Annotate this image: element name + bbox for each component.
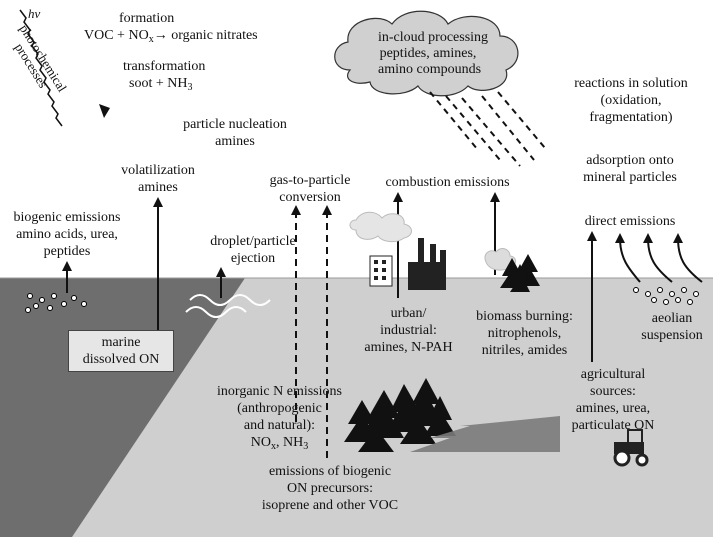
tractor-icon [410, 416, 649, 467]
droplet-label: droplet/particle ejection [210, 234, 296, 266]
ocean-surface [0, 278, 245, 537]
formation-title: formation [119, 11, 175, 26]
aeolian-arrows [615, 233, 703, 283]
cloud-shape [334, 10, 519, 97]
aeolian-label: aeolian suspension [641, 311, 703, 343]
factory-icon [349, 211, 446, 290]
rain-streaks [429, 91, 546, 167]
urban-label: urban/ industrial: amines, N-PAH [364, 306, 453, 355]
reactions-label: reactions in solution (oxidation, fragme… [574, 76, 688, 125]
forest-icon [344, 378, 456, 452]
incloud-label: in-cloud processing peptides, amines, am… [378, 30, 489, 77]
volatilization-label: volatilization amines [121, 163, 195, 195]
building-icon [369, 255, 393, 287]
mineral-particles [633, 287, 699, 305]
biogenic-on-label: emissions of biogenic ON precursors: iso… [261, 464, 399, 513]
photochemical-squiggle-icon [19, 9, 63, 127]
hv-label: hv [28, 6, 41, 21]
direct-emissions-label: direct emissions [584, 214, 676, 229]
photochemical-arrowhead [99, 104, 110, 118]
inorganic-label: inorganic N emissions (anthropogenic and… [217, 384, 342, 452]
transformation-title: transformation [123, 59, 206, 74]
agricultural-label: agricultural sources: amines, urea, part… [571, 367, 655, 433]
marine-dissolved-on-box: marine dissolved ON [68, 330, 174, 372]
gas-particle-label: gas-to-particle conversion [269, 173, 351, 205]
biomass-smoke-icon [484, 248, 517, 271]
biogenic-label: biogenic emissions amino acids, urea, pe… [13, 210, 121, 259]
biomass-label: biomass burning: nitrophenols, nitriles,… [476, 309, 573, 358]
formation-equation: VOC + NOx→ organic nitrates [84, 28, 258, 45]
biogenic-particles [25, 293, 87, 313]
adsorption-label: adsorption onto mineral particles [583, 153, 677, 185]
biomass-trees-icon [500, 254, 540, 292]
nucleation-label: particle nucleation amines [183, 117, 287, 149]
transformation-equation: soot + NH3 [129, 76, 193, 93]
ocean-waves [185, 294, 271, 318]
combustion-label: combustion emissions [385, 175, 510, 190]
